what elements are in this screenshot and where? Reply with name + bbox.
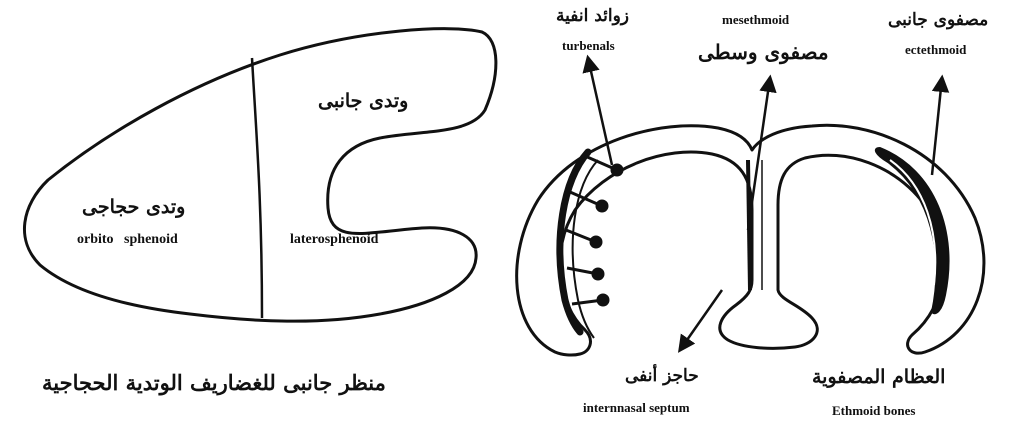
ethmoid-english-label: Ethmoid bones xyxy=(832,403,915,419)
latero-english-label: laterosphenoid xyxy=(290,232,378,248)
mesethmoid-arabic-label: مصفوى وسطى xyxy=(698,40,829,64)
arrow-mesethmoid xyxy=(748,78,770,230)
orbito-english-label: orbito sphenoid xyxy=(77,232,178,248)
orbito-arabic-label: وتدى حجاجى xyxy=(82,196,185,218)
latero-arabic-label: وتدى جانبى xyxy=(318,90,408,112)
ethmoid-arabic-label: العظام المصفوية xyxy=(812,366,945,388)
arrow-septum xyxy=(680,290,722,350)
left-caption: منظر جانبى للغضاريف الوتدية الحجاجية xyxy=(42,370,386,395)
turbenals-arabic-label: زوائد انفية xyxy=(556,6,629,26)
septum-english-label: internnasal septum xyxy=(583,400,690,416)
ectethmoid-arabic-label: مصفوى جانبى xyxy=(888,10,988,30)
turbenals-english-label: turbenals xyxy=(562,38,615,54)
ectethmoid-english-label: ectethmoid xyxy=(905,42,966,58)
ethmoid-inner-left-curve xyxy=(573,160,598,338)
arrow-turbenals xyxy=(588,58,612,165)
mesethmoid-english-label: mesethmoid xyxy=(722,12,789,28)
septum-arabic-label: حاجز أنفى xyxy=(625,366,699,386)
arrow-ectethmoid xyxy=(932,78,942,175)
